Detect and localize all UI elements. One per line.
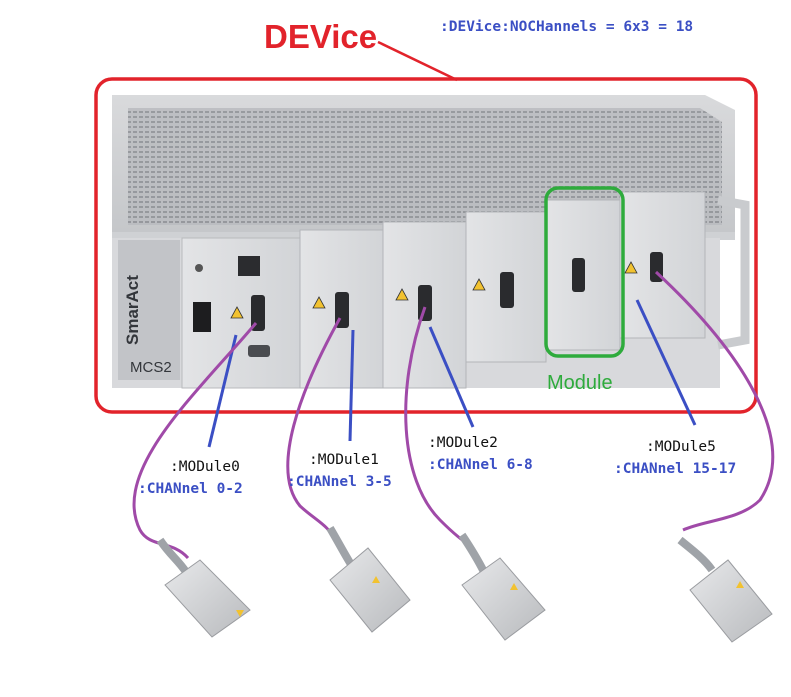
module0-label-group: :MODule0 :CHANnel 0-2: [138, 456, 243, 500]
module2-name: :MODule2: [428, 435, 498, 451]
sensor-cable: [326, 525, 356, 569]
module-label: Module: [547, 372, 613, 394]
warning-icon: [624, 261, 638, 274]
model-logo: MCS2: [130, 359, 172, 376]
pointer-line-module0: [207, 334, 238, 448]
warning-icon: [736, 581, 744, 588]
connector: [572, 258, 585, 292]
sensor-box-module1: [326, 525, 411, 633]
sensor-box: [461, 557, 546, 641]
sensor-box: [689, 559, 773, 643]
warning-icon: [312, 296, 326, 309]
warning-icon: [395, 288, 409, 301]
pointer-line-module1: [348, 329, 355, 442]
connector: [500, 272, 514, 308]
warning-icon: [472, 278, 486, 291]
device-label: DEVice: [264, 18, 378, 55]
module1-name: :MODule1: [309, 452, 379, 468]
module0-name: :MODule0: [170, 459, 240, 475]
device-outline: [94, 77, 758, 414]
module1-channels: :CHANnel 3-5: [287, 474, 392, 490]
warning-icon: [236, 610, 244, 617]
device-chassis: SmarAct MCS2: [112, 95, 750, 389]
pointer-line-module2: [428, 326, 475, 428]
sensor-cable: [156, 537, 190, 575]
warning-icon: [230, 306, 244, 319]
module5-channels: :CHANnel 15-17: [614, 461, 737, 477]
chassis-vent-mesh: [128, 108, 722, 225]
connector: [418, 285, 432, 321]
power-switch: [193, 302, 211, 332]
chassis-handle: [717, 195, 750, 350]
module1-label-group: :MODule1 :CHANnel 3-5: [287, 449, 392, 493]
cable-module1: [286, 317, 342, 542]
sensor-box: [329, 547, 411, 633]
pointer-line-module5: [635, 299, 697, 426]
channel-count-formula: :DEVice:NOCHannels = 6x3 = 18: [440, 19, 694, 35]
module2-channels: :CHANnel 6-8: [428, 457, 533, 473]
warning-icon: [510, 583, 518, 590]
pointer-lines: [207, 299, 697, 448]
brand-logo: SmarAct: [123, 275, 142, 345]
module5-name: :MODule5: [646, 439, 716, 455]
connectors: [251, 252, 663, 331]
device-leader-line: [377, 40, 458, 82]
sensor-box-module0: [156, 537, 251, 638]
sensor-box-module5: [677, 536, 773, 643]
sensor-box: [164, 559, 251, 638]
power-led: [195, 264, 203, 272]
cable-module5: [654, 270, 775, 532]
sensor-cable: [458, 532, 488, 574]
connector: [251, 295, 265, 331]
sensor-box-module2: [458, 532, 546, 641]
module-highlight-outline: [544, 186, 625, 358]
usb-port: [248, 345, 270, 357]
ethernet-port: [238, 256, 260, 276]
module0-channels: :CHANnel 0-2: [138, 481, 243, 497]
brand-panel: [118, 240, 180, 380]
module5-label-group: :MODule5 :CHANnel 15-17: [614, 436, 736, 480]
module2-label-group: :MODule2 :CHANnel 6-8: [428, 432, 533, 476]
sensor-boxes: [156, 525, 773, 643]
warning-icons: [230, 261, 638, 319]
warning-icon: [372, 576, 380, 583]
sensor-cable: [677, 536, 716, 573]
